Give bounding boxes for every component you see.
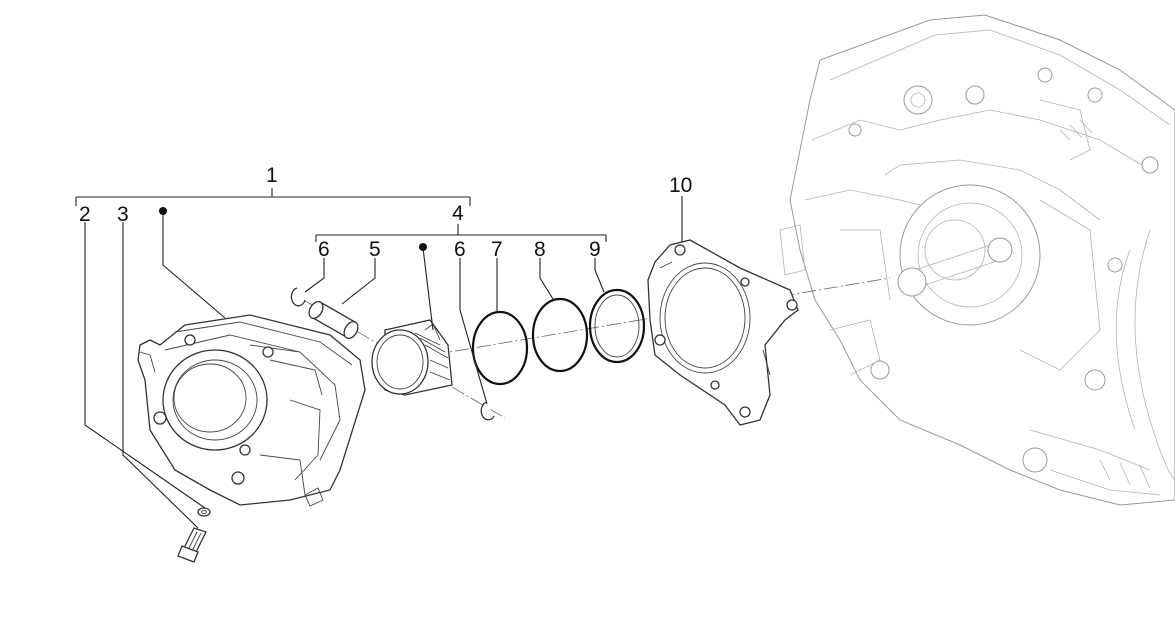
circlip-icon (290, 287, 306, 307)
piston-ring-icon (531, 297, 589, 373)
callout-7: 7 (491, 238, 503, 261)
piston-icon (371, 319, 453, 396)
callout-2: 2 (79, 203, 91, 226)
callout-8: 8 (534, 238, 546, 261)
callout-6-right: 6 (454, 238, 466, 261)
engine-crankcase-icon (779, 14, 1175, 506)
bolt-icon (177, 527, 207, 563)
callout-3: 3 (117, 203, 129, 226)
bullet-marker (159, 207, 167, 215)
piston-pin-icon (308, 300, 359, 340)
callout-5: 5 (369, 238, 381, 261)
callout-6-left: 6 (318, 238, 330, 261)
callout-10: 10 (669, 174, 692, 197)
callout-leaders (75, 188, 683, 529)
oil-scraper-ring-icon (588, 288, 646, 364)
piston-ring-icon (471, 310, 529, 386)
callout-9: 9 (589, 238, 601, 261)
callout-4: 4 (452, 202, 464, 225)
cylinder-base-gasket-icon (647, 239, 799, 426)
cylinder-icon (137, 314, 366, 507)
washer-icon (197, 507, 211, 517)
circlip-icon (480, 401, 495, 421)
assembly-axis-main (389, 277, 891, 363)
bullet-marker (419, 243, 427, 251)
callout-1: 1 (266, 164, 278, 187)
